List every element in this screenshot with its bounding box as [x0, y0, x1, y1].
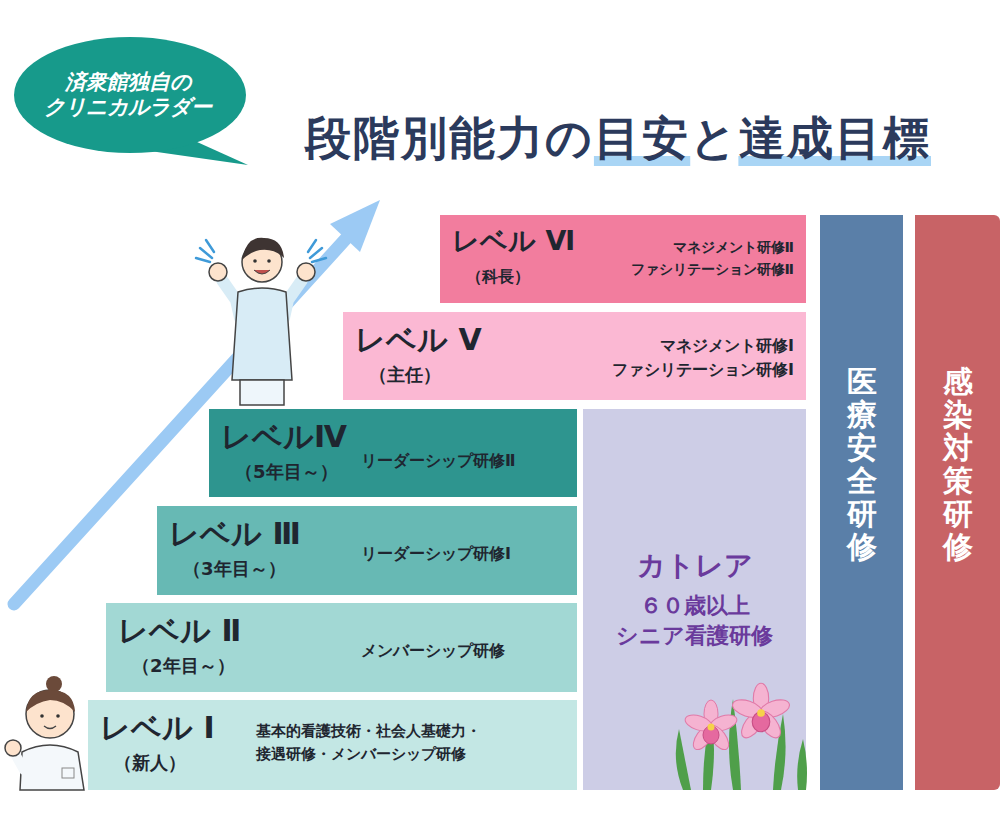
nurse-eye	[40, 714, 44, 718]
nurse-figure	[5, 676, 84, 790]
nurse-trousers	[240, 380, 284, 405]
node-text: マネジメント研修Ⅰ ファシリテーション研修Ⅰ	[554, 334, 794, 382]
nurse-mouth	[254, 270, 270, 274]
sparkle-line	[312, 258, 326, 262]
page-title: 段階別能力の目安と達成目標	[305, 108, 931, 170]
nurse-hair	[242, 238, 284, 260]
speech-bubble: 済衆館独自の クリニカルラダー	[10, 35, 255, 170]
arrow-head	[330, 200, 380, 252]
senior-box: カトレア ６０歳以上 シニア看護研修	[583, 409, 806, 790]
orchid-leaf	[676, 729, 691, 790]
node-text: （5年目～）	[235, 461, 338, 483]
orchid-leaf	[797, 739, 807, 790]
level-box: レベル Ⅴ （主任） マネジメント研修Ⅰ ファシリテーション研修Ⅰ	[343, 312, 806, 400]
nurse-head	[26, 690, 74, 738]
node-text: メンバーシップ研修	[361, 641, 505, 660]
node-heading: レベル Ⅱ	[118, 613, 241, 649]
node-text: （新人）	[114, 752, 186, 774]
level-box: レベル Ⅲ （3年目～） リーダーシップ研修Ⅰ	[157, 506, 577, 595]
training-column: 感染対策研修	[915, 215, 1000, 790]
nurse-mouth	[44, 726, 56, 729]
level-box: レベルⅣ （5年目～） リーダーシップ研修Ⅱ	[209, 409, 577, 497]
nurse-fist	[209, 263, 227, 281]
level-box: レベル Ⅰ （新人） 基本的看護技術・社会人基礎力・ 接遇研修・メンバーシップ研修	[88, 700, 577, 790]
orchid-center	[757, 709, 765, 717]
node-heading: カトレア	[593, 549, 796, 583]
nurse-uniform	[232, 288, 292, 380]
nurse-hair-bun	[46, 676, 62, 692]
orchid-flower	[730, 683, 791, 741]
bubble-body	[14, 37, 246, 153]
sparkle-line	[310, 248, 322, 258]
node-text: （2年目～）	[132, 655, 235, 677]
training-column: 医療安全研修	[820, 215, 903, 790]
sparkle-line	[200, 248, 212, 258]
node-heading: レベル Ⅲ	[169, 516, 301, 552]
nurse-uniform	[20, 745, 84, 790]
node-text: ６０歳以上 シニア看護研修	[593, 591, 796, 650]
node-text: マネジメント研修Ⅱ ファシリテーション研修Ⅱ	[554, 237, 794, 280]
node-text: 基本的看護技術・社会人基礎力・ 接遇研修・メンバーシップ研修	[256, 720, 541, 767]
column-label: 医療安全研修	[847, 365, 877, 563]
nurse-eye	[267, 259, 271, 263]
sparkle-line	[308, 240, 316, 252]
node-text: リーダーシップ研修Ⅱ	[361, 451, 516, 470]
level-box: レベル Ⅵ （科長） マネジメント研修Ⅱ ファシリテーション研修Ⅱ	[440, 215, 806, 303]
nurse-fist	[5, 740, 21, 756]
node-heading: レベルⅣ	[221, 419, 347, 455]
node-heading: レベル Ⅵ	[452, 225, 575, 257]
sparkle-line	[196, 258, 210, 262]
node-heading: 済衆館独自の クリニカルラダー	[28, 70, 228, 120]
column-label: 感染対策研修	[943, 365, 973, 563]
orchid-center	[708, 724, 715, 731]
node-heading: レベル Ⅴ	[355, 322, 482, 358]
nurse-hair	[26, 690, 75, 712]
node-text: （3年目～）	[183, 558, 286, 580]
orchid-flower	[683, 700, 739, 753]
nurse-eye	[56, 714, 60, 718]
nurse-figure	[196, 238, 326, 405]
nurse-eye	[253, 259, 257, 263]
nurse-pocket	[62, 768, 74, 778]
node-text: （主任）	[369, 364, 441, 386]
sparkle-line	[206, 240, 214, 252]
level-box: レベル Ⅱ （2年目～） メンバーシップ研修	[106, 603, 577, 692]
node-text: （科長）	[466, 267, 530, 286]
nurse-fist	[297, 263, 315, 281]
node-heading: レベル Ⅰ	[100, 710, 215, 746]
node-text: リーダーシップ研修Ⅰ	[361, 544, 511, 563]
